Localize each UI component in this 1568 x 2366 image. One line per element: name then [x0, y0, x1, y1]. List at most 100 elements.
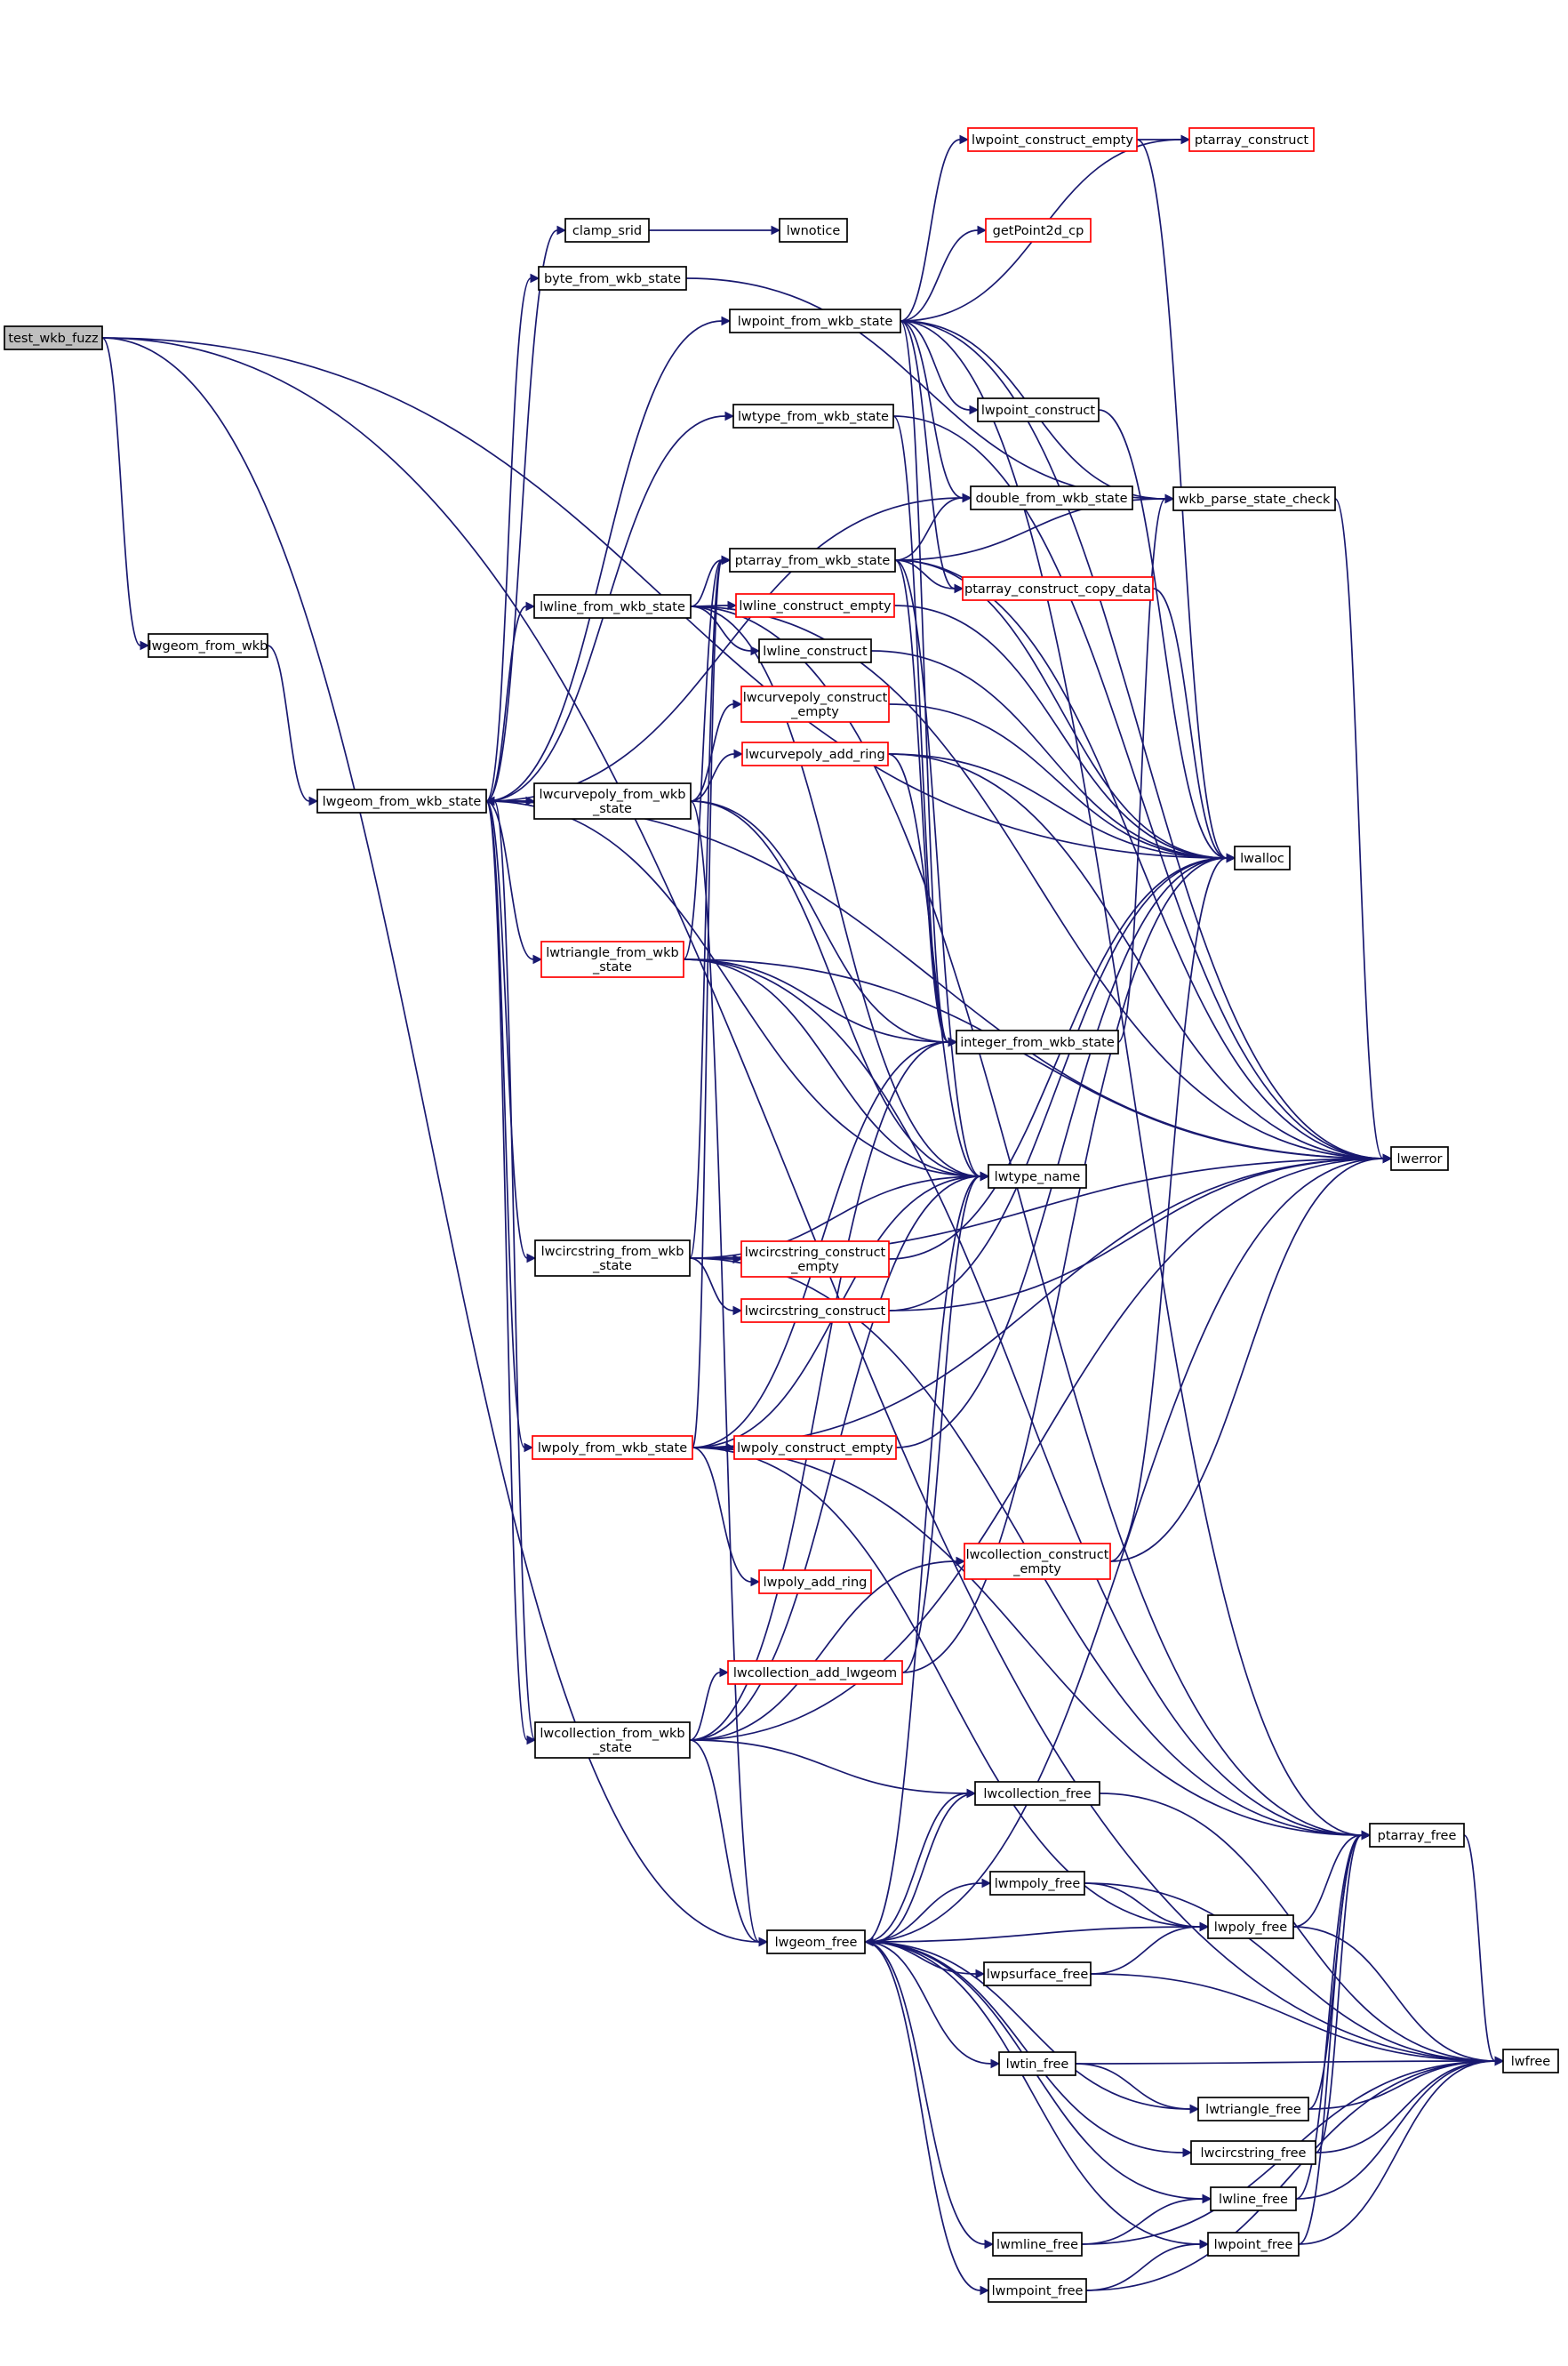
edge-lwgeom_from_wkb_state-to-lwcollection_from_wkb_state	[485, 800, 537, 1745]
node-lwnotice[interactable]: lwnotice	[779, 218, 848, 243]
edge-lwcollection_from_wkb_state-to-lwcollection_construct_empty	[689, 1556, 966, 1741]
node-lwpoly-from-wkb-state[interactable]: lwpoly_from_wkb_state	[532, 1435, 693, 1460]
node-lwtype-from-wkb-state[interactable]: lwtype_from_wkb_state	[732, 404, 894, 429]
edge-lwmpoint_free-to-lwpoint_free	[1085, 2239, 1210, 2291]
edge-lwpoint_from_wkb_state-to-lwpoint_construct	[900, 320, 980, 415]
node-lwpoint-construct-empty[interactable]: lwpoint_construct_empty	[967, 127, 1138, 152]
node-lwtin-free[interactable]: lwtin_free	[998, 2051, 1076, 2076]
node-label: lwpoint_from_wkb_state	[738, 315, 893, 329]
node-label: lwpoly_construct_empty	[737, 1441, 893, 1456]
node-label: lwnotice	[787, 224, 841, 238]
node-label: ptarray_construct	[1195, 133, 1309, 148]
node-label: lwtype_name	[995, 1170, 1081, 1184]
edge-lwgeom_free-to-lwerror	[864, 1153, 1393, 1943]
edge-layer	[101, 134, 1505, 2296]
edge-lwpoint_from_wkb_state-to-getPoint2d_cp	[900, 225, 988, 322]
edge-lwpsurface_free-to-lwfree	[1090, 1973, 1505, 2066]
node-label: lwcircstring_construct	[745, 1304, 886, 1319]
node-lwpoly-free[interactable]: lwpoly_free	[1207, 1914, 1294, 1939]
node-label: lwgeom_from_wkb	[148, 639, 268, 654]
edge-lwcurvepoly_from_wkb_state-to-lwcurvepoly_construct_empty	[690, 699, 743, 802]
node-label: ptarray_from_wkb_state	[735, 554, 891, 568]
node-lwcircstring-free[interactable]: lwcircstring_free	[1190, 2140, 1316, 2165]
node-lwline-construct-empty[interactable]: lwline_construct_empty	[735, 593, 895, 618]
node-label: _state	[592, 1259, 632, 1273]
edge-lwpoint_free-to-ptarray_free	[1298, 1830, 1372, 2245]
node-lwtype-name[interactable]: lwtype_name	[988, 1164, 1087, 1189]
node-lwmpoint-free[interactable]: lwmpoint_free	[988, 2278, 1087, 2303]
node-lwcollection-add-lwgeom[interactable]: lwcollection_add_lwgeom	[727, 1660, 903, 1685]
node-lwline-free[interactable]: lwline_free	[1210, 2186, 1297, 2211]
node-lwgeom-from-wkb[interactable]: lwgeom_from_wkb	[148, 633, 268, 658]
node-double-from-wkb-state[interactable]: double_from_wkb_state	[970, 485, 1133, 510]
node-label: lwpoint_free	[1214, 2238, 1293, 2252]
node-label: lwpoly_add_ring	[764, 1576, 868, 1590]
node-label: lwpoly_from_wkb_state	[538, 1441, 687, 1456]
node-lwpoly-construct-empty[interactable]: lwpoly_construct_empty	[733, 1435, 897, 1460]
node-integer-from-wkb-state[interactable]: integer_from_wkb_state	[956, 1030, 1119, 1055]
node-lwcollection-free[interactable]: lwcollection_free	[974, 1781, 1100, 1806]
node-lwalloc[interactable]: lwalloc	[1234, 846, 1291, 870]
node-lwline-from-wkb-state[interactable]: lwline_from_wkb_state	[533, 594, 692, 619]
node-test-wkb-fuzz[interactable]: test_wkb_fuzz	[4, 325, 103, 350]
node-lwtriangle-free[interactable]: lwtriangle_free	[1197, 2097, 1309, 2121]
node-lwcollection-from-wkb-state[interactable]: lwcollection_from_wkb_state	[534, 1721, 691, 1759]
node-ptarray-from-wkb-state[interactable]: ptarray_from_wkb_state	[729, 548, 896, 573]
edge-lwcollection_construct_empty-to-lwalloc	[1109, 853, 1236, 1562]
node-byte-from-wkb-state[interactable]: byte_from_wkb_state	[538, 266, 687, 291]
node-lwmpoly-free[interactable]: lwmpoly_free	[989, 1871, 1085, 1896]
node-lwgeom-free[interactable]: lwgeom_free	[766, 1929, 866, 1954]
node-lwpoly-add-ring[interactable]: lwpoly_add_ring	[758, 1569, 872, 1594]
node-lwcurvepoly-add-ring[interactable]: lwcurvepoly_add_ring	[741, 742, 889, 766]
edge-test_wkb_fuzz-to-lwgeom_from_wkb	[101, 337, 150, 651]
node-lwcircstring-construct[interactable]: lwcircstring_construct	[740, 1298, 890, 1323]
node-ptarray-construct-copy-data[interactable]: ptarray_construct_copy_data	[962, 576, 1154, 601]
node-lwfree[interactable]: lwfree	[1502, 2049, 1559, 2073]
edge-test_wkb_fuzz-to-lwgeom_free	[101, 337, 769, 1947]
edge-lwpoly_from_wkb_state-to-ptarray_from_wkb_state	[692, 555, 732, 1448]
node-lwcurvepoly-from-wkb-state[interactable]: lwcurvepoly_from_wkb_state	[533, 782, 692, 820]
edge-lwpoint_construct_empty-to-ptarray_construct	[1137, 134, 1191, 145]
node-label: getPoint2d_cp	[993, 224, 1084, 238]
node-lwcircstring-from-wkb-state[interactable]: lwcircstring_from_wkb_state	[534, 1239, 691, 1277]
node-label: lwcurvepoly_construct	[743, 691, 888, 705]
node-lwerror[interactable]: lwerror	[1390, 1146, 1449, 1171]
node-label: lwfree	[1511, 2055, 1551, 2069]
edge-ptarray_from_wkb_state-to-lwerror	[894, 559, 1393, 1164]
node-label: lwalloc	[1240, 852, 1284, 866]
node-label: lwcurvepoly_add_ring	[745, 748, 884, 762]
node-lwcollection-construct-empty[interactable]: lwcollection_construct_empty	[964, 1543, 1111, 1580]
node-ptarray-free[interactable]: ptarray_free	[1369, 1823, 1465, 1848]
node-label: _state	[592, 802, 632, 816]
edge-lwgeom_from_wkb_state-to-lwcircstring_from_wkb_state	[485, 800, 537, 1263]
node-lwpoint-free[interactable]: lwpoint_free	[1207, 2232, 1300, 2257]
node-lwmline-free[interactable]: lwmline_free	[992, 2232, 1083, 2257]
edge-lwtin_free-to-lwtriangle_free	[1075, 2063, 1200, 2114]
node-wkb-parse-state-check[interactable]: wkb_parse_state_check	[1172, 486, 1336, 511]
edge-lwline_from_wkb_state-to-ptarray_from_wkb_state	[690, 555, 732, 607]
edge-lwcurvepoly_from_wkb_state-to-integer_from_wkb_state	[690, 800, 958, 1047]
node-label: integer_from_wkb_state	[960, 1036, 1115, 1050]
node-lwcurvepoly-construct-empty[interactable]: lwcurvepoly_construct_empty	[740, 686, 890, 723]
node-label: lwcollection_construct	[966, 1548, 1109, 1562]
edge-lwgeom_from_wkb_state-to-lwtriangle_from_wkb_state	[485, 800, 543, 965]
node-lwtriangle-from-wkb-state[interactable]: lwtriangle_from_wkb_state	[540, 941, 684, 978]
node-lwline-construct[interactable]: lwline_construct	[758, 638, 872, 663]
edge-lwpsurface_free-to-lwpoly_free	[1090, 1921, 1210, 1975]
node-label: lwline_construct	[763, 645, 868, 659]
node-lwpoint-from-wkb-state[interactable]: lwpoint_from_wkb_state	[729, 309, 901, 333]
edge-lwgeom_free-to-lwmline_free	[864, 1941, 995, 2250]
node-label: lwcurvepoly_from_wkb	[540, 788, 686, 802]
node-label: wkb_parse_state_check	[1179, 493, 1332, 507]
node-getPoint2d-cp[interactable]: getPoint2d_cp	[985, 218, 1092, 243]
node-label: lwpoint_construct	[981, 404, 1096, 418]
edge-lwcollection_from_wkb_state-to-lwcollection_add_lwgeom	[689, 1667, 730, 1741]
node-ptarray-construct[interactable]: ptarray_construct	[1188, 127, 1315, 152]
node-lwpoint-construct[interactable]: lwpoint_construct	[977, 397, 1100, 422]
node-lwgeom-from-wkb-state[interactable]: lwgeom_from_wkb_state	[316, 789, 487, 814]
node-label: lwcollection_add_lwgeom	[733, 1666, 897, 1680]
node-lwcircstring-construct-empty[interactable]: lwcircstring_construct_empty	[740, 1240, 890, 1278]
node-lwpsurface-free[interactable]: lwpsurface_free	[983, 1961, 1092, 1986]
node-label: test_wkb_fuzz	[8, 332, 98, 346]
node-clamp-srid[interactable]: clamp_srid	[564, 218, 650, 243]
